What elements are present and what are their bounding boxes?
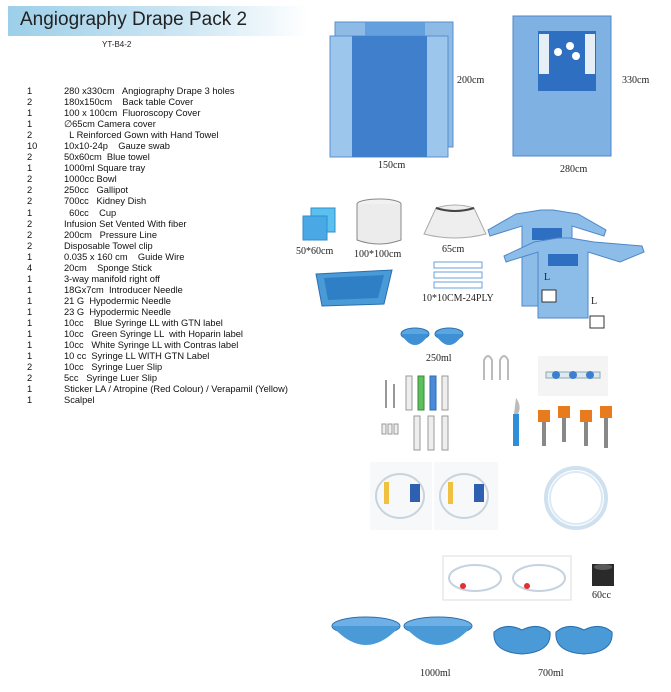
item-quantity: 1 — [27, 108, 33, 119]
gown-size-label-2: L — [591, 296, 598, 307]
kidney-dish-image — [493, 626, 613, 655]
infusion-set-image — [370, 462, 498, 530]
item-description: 21 G Hypodermic Needle — [64, 295, 171, 306]
drape-height-label: 330cm — [622, 75, 650, 86]
item-quantity: 4 — [27, 262, 33, 273]
item-quantity: 1 — [27, 395, 33, 406]
item-quantity: 2 — [27, 196, 33, 207]
kidney-dish-label: 700ml — [538, 668, 564, 679]
bowl-label: 1000ml — [420, 668, 451, 679]
item-description: Infusion Set Vented With fiber — [64, 218, 187, 229]
gallipot-image — [400, 327, 464, 345]
gauze-swab-image — [433, 261, 483, 289]
item-quantity: 1 — [27, 340, 33, 351]
item-quantity: 10 — [27, 141, 38, 152]
item-description: 5cc Syringe Luer Slip — [64, 373, 158, 384]
guide-wire-image — [544, 466, 608, 530]
fluoro-cover-label: 100*100cm — [354, 249, 402, 260]
title-banner — [8, 6, 308, 36]
item-description: 10x10-24p Gauze swab — [64, 141, 170, 152]
item-description: 18Gx7cm Introducer Needle — [64, 284, 183, 295]
item-description: Disposable Towel clip — [64, 240, 153, 251]
item-quantity: 2 — [27, 362, 33, 373]
bowl-image — [331, 616, 473, 645]
item-quantity: 1 — [27, 207, 33, 218]
item-quantity: 2 — [27, 174, 33, 185]
cup-label: 60cc — [592, 590, 611, 601]
fluoroscopy-cover-image — [356, 198, 402, 245]
back-table-height-label: 200cm — [457, 75, 485, 86]
gauze-label: 10*10CM-24PLY — [422, 293, 494, 304]
product-code: YT-B4-2 — [102, 40, 132, 49]
angiography-drape-image — [512, 15, 612, 157]
reinforced-gown-image — [487, 209, 645, 329]
item-quantity: 2 — [27, 130, 33, 141]
item-description: 10cc Green Syringe LL with Hoparin label — [64, 329, 243, 340]
towel-clip-image — [483, 355, 509, 380]
sticker-image — [538, 406, 612, 448]
item-quantity: 2 — [27, 240, 33, 251]
item-quantity: 1 — [27, 329, 33, 340]
item-quantity: 1 — [27, 284, 33, 295]
cup-image — [592, 564, 614, 586]
item-quantity: 1 — [27, 273, 33, 284]
syringe-group-image — [381, 375, 449, 451]
item-quantity: 2 — [27, 218, 33, 229]
item-description: 10cc Syringe Luer Slip — [64, 362, 163, 373]
item-description: 10cc White Syringe LL with Contras label — [64, 340, 239, 351]
item-quantity: 1 — [27, 119, 33, 130]
camera-cover-label: 65cm — [442, 244, 465, 255]
item-quantity: 2 — [27, 373, 33, 384]
item-description: 50x60cm Blue towel — [64, 152, 150, 163]
item-description: 10 cc Syringe LL WITH GTN Label — [64, 351, 210, 362]
item-description: L Reinforced Gown with Hand Towel — [64, 130, 219, 141]
square-tray-image — [315, 269, 393, 307]
item-description: 200cm Pressure Line — [64, 229, 158, 240]
gown-size-label-1: L — [544, 272, 551, 283]
item-description: 180x150cm Back table Cover — [64, 97, 194, 108]
item-description: 20cm Sponge Stick — [64, 262, 152, 273]
item-description: 23 G Hypodermic Needle — [64, 306, 171, 317]
item-description: 100 x 100cm Fluoroscopy Cover — [64, 108, 201, 119]
item-quantity: 2 — [27, 97, 33, 108]
item-quantity: 1 — [27, 384, 33, 395]
towel-label: 50*60cm — [296, 246, 334, 257]
page-title: Angiography Drape Pack 2 — [20, 9, 248, 30]
pressure-line-image — [442, 555, 572, 601]
item-description: 1000ml Square tray — [64, 163, 146, 174]
item-quantity: 2 — [27, 185, 33, 196]
camera-cover-image — [423, 204, 487, 239]
item-description: 0.035 x 160 cm Guide Wire — [64, 251, 185, 262]
back-table-width-label: 150cm — [378, 160, 406, 171]
item-quantity: 2 — [27, 229, 33, 240]
item-description: 3-way manifold right off — [64, 273, 160, 284]
drape-width-label: 280cm — [560, 164, 588, 175]
item-quantity: 1 — [27, 351, 33, 362]
item-description: 250cc Gallipot — [64, 185, 129, 196]
item-description: 1000cc Bowl — [64, 174, 117, 185]
back-table-cover-image — [329, 21, 454, 158]
item-quantity: 1 — [27, 317, 33, 328]
item-quantity: 1 — [27, 295, 33, 306]
item-description: 10cc Blue Syringe LL with GTN label — [64, 317, 223, 328]
item-quantity: 1 — [27, 306, 33, 317]
item-description: 280 x330cm Angiography Drape 3 holes — [64, 86, 235, 96]
manifold-image — [538, 356, 608, 396]
item-description: ∅65cm Camera cover — [64, 119, 156, 130]
item-description: 700cc Kidney Dish — [64, 196, 147, 207]
gallipot-label: 250ml — [426, 353, 452, 364]
item-description: Sticker LA / Atropine (Red Colour) / Ver… — [64, 384, 288, 395]
item-description: Scalpel — [64, 395, 95, 406]
item-description: 60cc Cup — [64, 207, 117, 218]
scalpel-image — [513, 398, 520, 446]
item-quantity: 1 — [27, 86, 33, 96]
item-quantity: 2 — [27, 152, 33, 163]
item-quantity: 1 — [27, 163, 33, 174]
item-quantity: 1 — [27, 251, 33, 262]
blue-towel-image — [302, 207, 336, 241]
